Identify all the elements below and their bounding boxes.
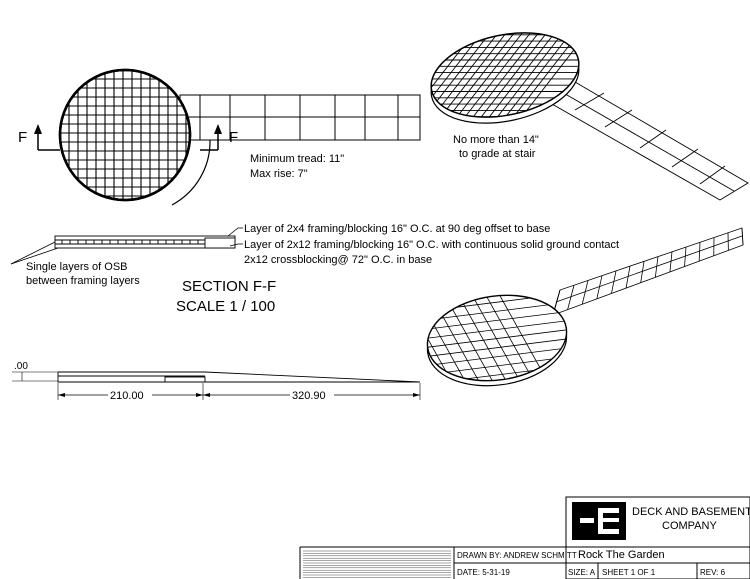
section-view: Layer of 2x4 framing/blocking 16" O.C. a… xyxy=(10,223,619,315)
section-framing xyxy=(54,235,236,249)
plan-view: F F Minimum tread: 11" Max rise: 7" xyxy=(18,68,421,206)
callout-2x12-line2: 2x12 crossblocking@ 72" O.C. in base xyxy=(244,254,432,266)
section-scale: SCALE 1 / 100 xyxy=(176,298,275,315)
tread-note: Minimum tread: 11" xyxy=(250,153,344,165)
dim-left: 210.00 xyxy=(110,390,144,402)
disclaimer-fine-print xyxy=(303,550,451,578)
company-logo xyxy=(572,502,626,540)
iso-view-bottom xyxy=(421,227,744,390)
osb-note-line2: between framing layers xyxy=(26,275,140,287)
callout-2x12-line1: Layer of 2x12 framing/blocking 16" O.C. … xyxy=(244,239,619,251)
company-name-line2: COMPANY xyxy=(662,520,717,532)
section-marker-right: F xyxy=(200,124,238,151)
callout-2x4: Layer of 2x4 framing/blocking 16" O.C. a… xyxy=(244,223,550,235)
iso-view-top: No more than 14" to grade at stair xyxy=(423,20,749,201)
section-marker-left: F xyxy=(18,124,60,151)
elevation-view: .00 210.00 320.90 xyxy=(12,361,421,402)
iso-top-ramp xyxy=(544,81,749,201)
revision: REV: 6 xyxy=(700,568,726,577)
section-title: SECTION F-F xyxy=(182,278,276,295)
section-marker-left-label: F xyxy=(18,129,27,146)
rise-note: Max rise: 7" xyxy=(250,168,308,180)
section-marker-right-label: F xyxy=(229,129,238,146)
height-dimension: .00 xyxy=(14,361,28,372)
dim-right: 320.90 xyxy=(292,390,326,402)
sheet-size: SIZE: A xyxy=(568,568,596,577)
iso-bottom-disc xyxy=(426,294,568,382)
sheet-number: SHEET 1 OF 1 xyxy=(602,568,656,577)
title-block: DECK AND BASEMENT COMPANY DRAWN BY: ANDR… xyxy=(299,496,750,579)
grade-note-line1: No more than 14" xyxy=(453,134,539,146)
grade-note-line2: to grade at stair xyxy=(459,148,536,160)
drawn-by: DRAWN BY: ANDREW SCHMITT xyxy=(457,551,577,560)
elevation-profile xyxy=(57,371,421,383)
project-name: Rock The Garden xyxy=(578,549,665,561)
osb-note-line1: Single layers of OSB xyxy=(26,261,128,273)
plan-outer-arc xyxy=(171,139,211,206)
company-name-line1: DECK AND BASEMENT xyxy=(632,506,750,518)
date: DATE: 5-31-19 xyxy=(457,568,510,577)
